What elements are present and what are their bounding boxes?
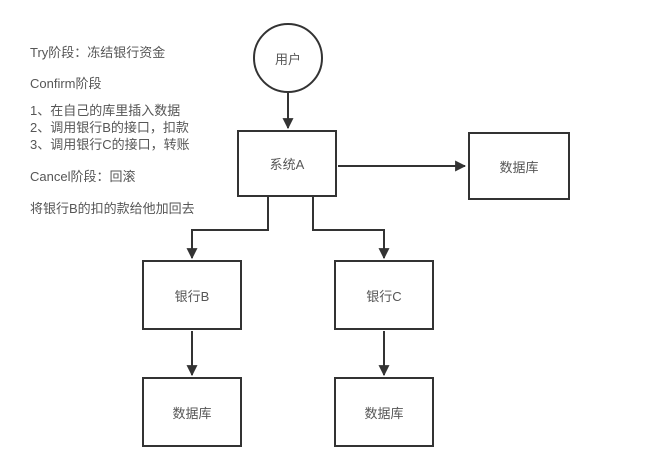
node-bank-c: 银行C — [334, 260, 434, 330]
node-user-label: 用户 — [274, 51, 301, 67]
note-rollback: 将银行B的扣的款给他加回去 — [30, 201, 195, 216]
node-database-bank-c: 数据库 — [334, 377, 434, 447]
arrow-system-a-to-bank-c — [312, 197, 390, 260]
node-database-main-label: 数据库 — [499, 159, 539, 175]
note-try-phase: Try阶段：冻结银行资金 — [30, 45, 166, 60]
node-user: 用户 — [253, 23, 323, 93]
note-step-3: 3、调用银行C的接口，转账 — [30, 137, 190, 152]
node-database-bank-c-label: 数据库 — [364, 405, 404, 421]
node-database-main: 数据库 — [468, 132, 570, 200]
node-database-bank-b-label: 数据库 — [172, 405, 212, 421]
node-bank-c-label: 银行C — [366, 288, 402, 304]
node-system-a-label: 系统A — [269, 157, 305, 172]
note-step-2: 2、调用银行B的接口，扣款 — [30, 120, 189, 135]
node-database-bank-b: 数据库 — [142, 377, 242, 447]
node-bank-b-label: 银行B — [174, 288, 210, 304]
note-confirm-phase: Confirm阶段 — [30, 76, 102, 91]
note-cancel-phase: Cancel阶段：回滚 — [30, 169, 136, 184]
node-bank-b: 银行B — [142, 260, 242, 330]
arrow-system-a-to-bank-b — [186, 197, 269, 260]
note-step-1: 1、在自己的库里插入数据 — [30, 103, 181, 118]
node-system-a: 系统A — [237, 130, 337, 197]
